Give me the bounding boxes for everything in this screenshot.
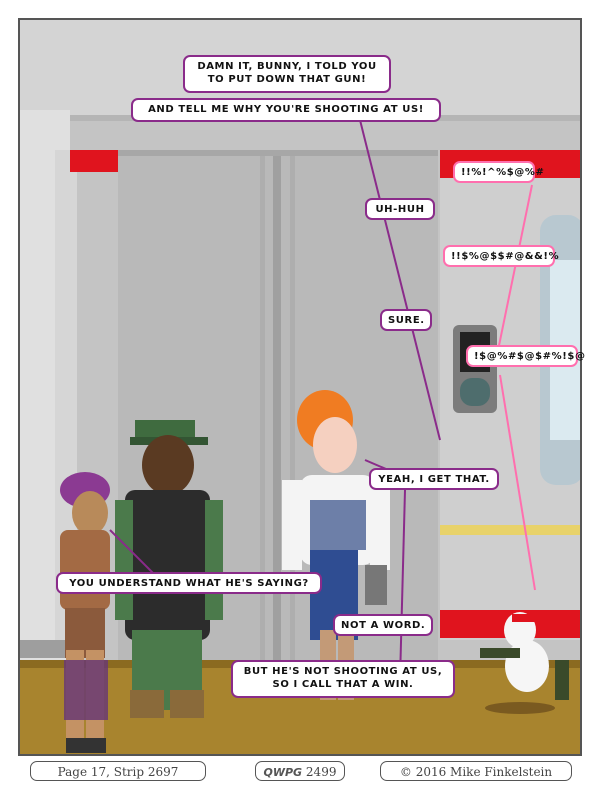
scene-artwork [20,20,580,754]
speech-bubble-not-a-word: Not a word. [333,614,433,636]
speech-bubble-win: But he's not shooting at us, so I call t… [231,660,455,698]
speech-line: But he's not shooting at us, [243,666,443,677]
speech-bubble-sure: Sure. [380,309,432,331]
copyright-label: © 2016 Mike Finkelstein [380,761,572,781]
speech-bubble-uh-huh: Uh-huh [365,198,435,220]
speech-bubble-understand: You understand what he's saying? [56,572,322,594]
speech-line: to put down that gun! [207,74,367,85]
page-strip-label: Page 17, Strip 2697 [30,761,206,781]
logo-number: 2499 [305,765,337,779]
bunny-bubble-3: !$@%#$@$#%!$@ [466,345,585,367]
speech-line: Damn it, Bunny, I told you [197,61,377,72]
speech-bubble-shooting: And tell me why you're shooting at us! [131,98,441,122]
bunny-bubble-1: !!%!^%$@%# [453,161,544,183]
comic-panel [18,18,582,756]
bunny-bubble-2: !!$%@$$#@&&!% [443,245,559,267]
speech-bubble-yeah: Yeah, I get that. [369,468,499,490]
site-logo[interactable]: QWPG 2499 [255,761,345,781]
speech-line: so I call that a win. [272,679,414,690]
speech-bubble-gun: Damn it, Bunny, I told you to put down t… [183,55,391,93]
logo-prefix: QWPG [263,766,303,779]
